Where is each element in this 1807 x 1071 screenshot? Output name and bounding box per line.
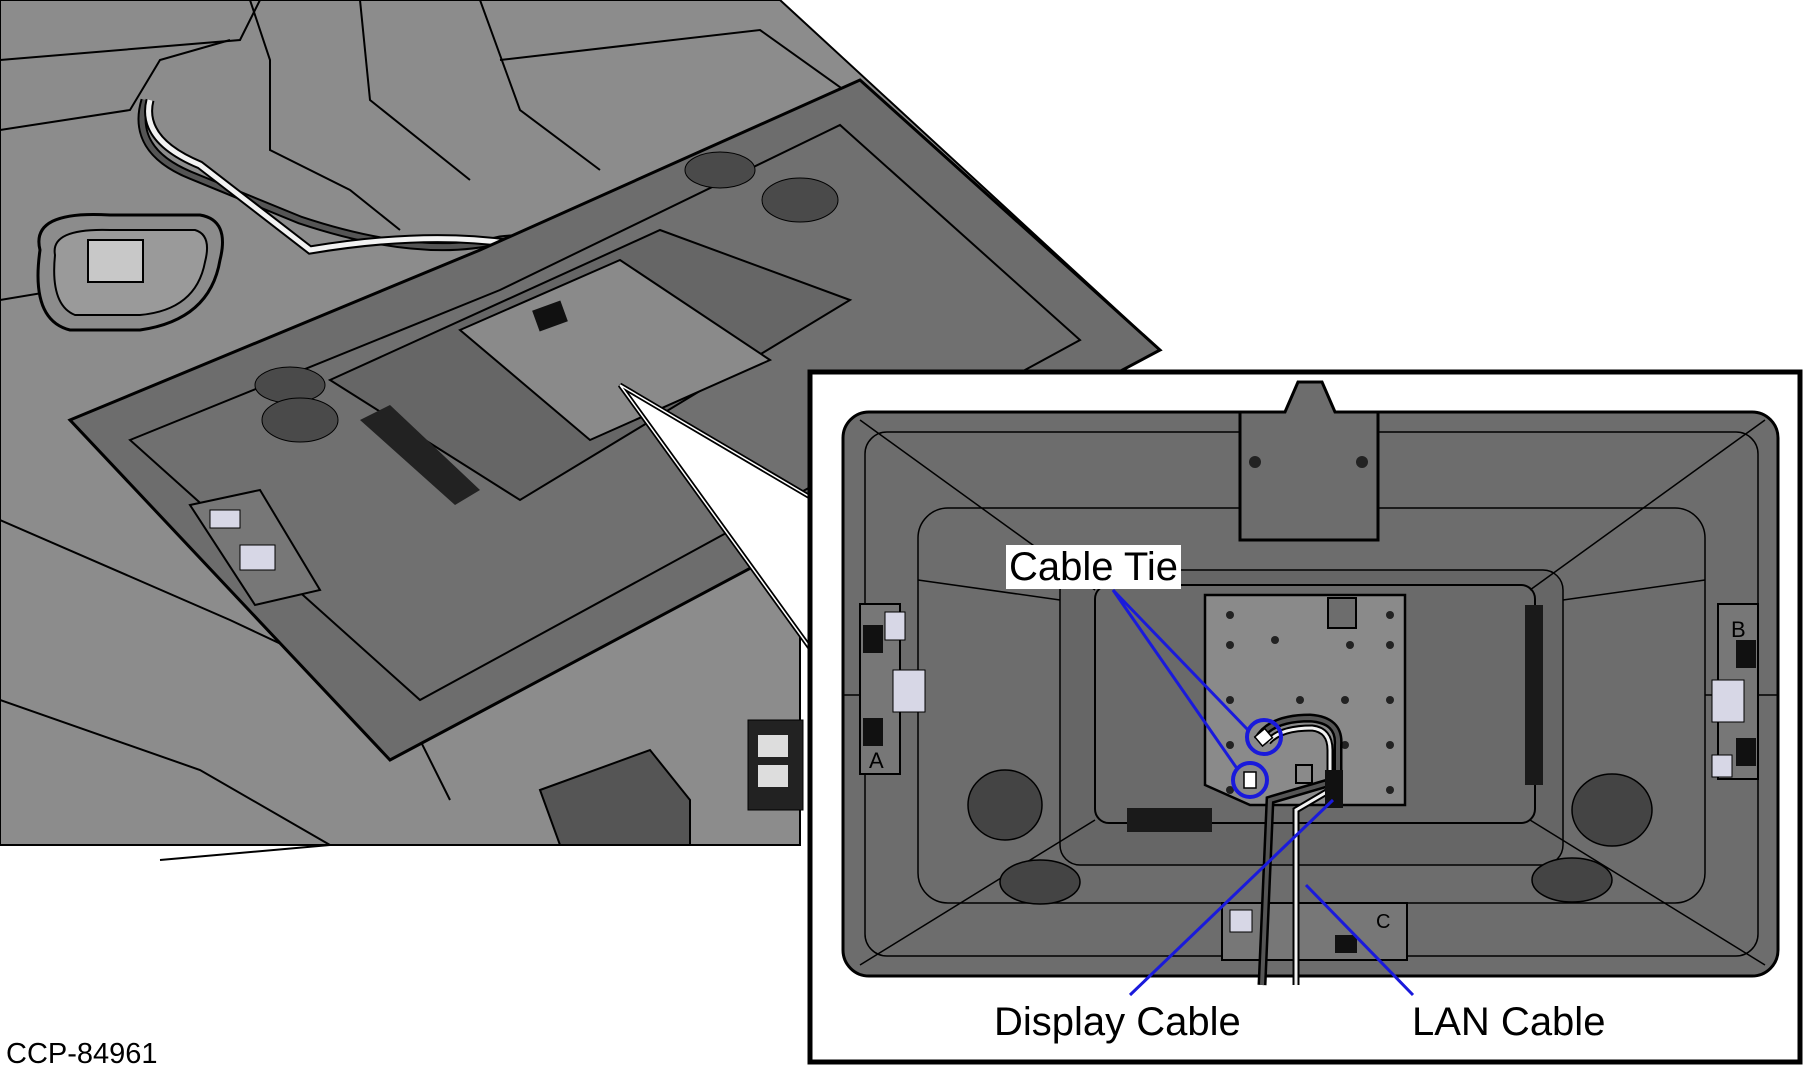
speaker-grilles: [967, 769, 1653, 905]
speaker-left: [967, 769, 1043, 841]
bg-handle: [538, 748, 691, 846]
bracket-right: B: [1711, 603, 1759, 780]
bg-speaker-3: [684, 151, 756, 189]
bg-mount-plate: [458, 258, 773, 442]
bg-speaker-4: [761, 177, 839, 223]
bracket-left-letter: A: [869, 748, 884, 773]
display-cable-label: Display Cable: [991, 1000, 1244, 1044]
lan-connector: [1325, 770, 1343, 808]
cable-tie-circle-lower: [1231, 761, 1269, 799]
bracket-left: A: [859, 603, 926, 775]
stand-tab: [1238, 380, 1380, 542]
bg-side-bracket: [188, 488, 322, 607]
bracket-bottom: C: [1221, 902, 1408, 961]
bg-speaker-2: [261, 397, 339, 443]
cable-tie-label: Cable Tie: [1006, 545, 1181, 589]
leader-cable-tie-2: [1111, 589, 1240, 771]
bg-speaker-1: [254, 366, 326, 404]
detail-inset: A B C: [807, 369, 1803, 1065]
leader-lines: [1111, 588, 1415, 997]
leader-lan-cable: [1304, 883, 1415, 997]
cable-tie-circle-upper: [1245, 718, 1283, 756]
lan-cable-label: LAN Cable: [1409, 1000, 1609, 1044]
speaker-right: [1571, 773, 1653, 847]
isometric-scene: [0, 0, 1163, 861]
leader-cable-tie-1: [1111, 588, 1250, 732]
speaker-left-low: [999, 859, 1081, 905]
bracket-bottom-letter: C: [1376, 911, 1390, 933]
ring-bracket: [36, 212, 224, 332]
bracket-right-letter: B: [1731, 617, 1746, 642]
bg-vent: [360, 405, 480, 505]
figure-id: CCP-84961: [6, 1038, 158, 1070]
speaker-right-low: [1531, 857, 1613, 903]
leader-display-cable: [1128, 798, 1335, 997]
vent-right: [1127, 605, 1543, 832]
